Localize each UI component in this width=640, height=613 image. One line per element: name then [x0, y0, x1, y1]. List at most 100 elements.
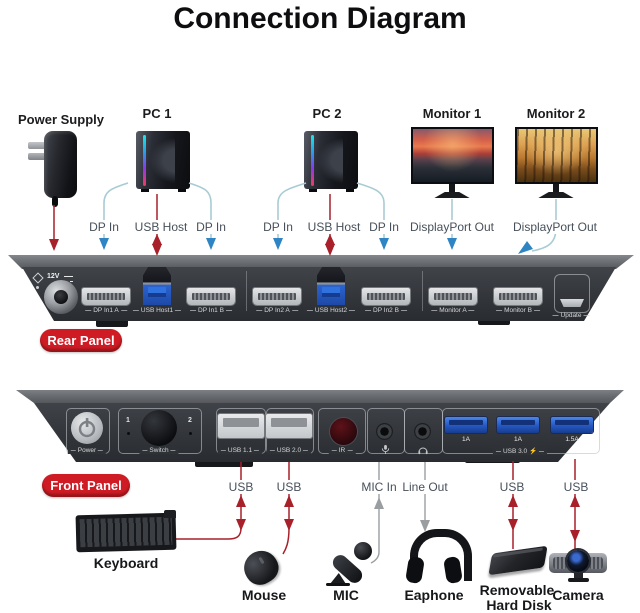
- keyboard-body: [75, 512, 177, 553]
- switch-led2: [189, 432, 192, 435]
- monitor-screen: [515, 127, 598, 184]
- rear-label-usb-host1: USB Host1: [133, 307, 181, 314]
- mouse-body: [237, 544, 285, 591]
- update-port-box: [554, 274, 590, 313]
- rear-label-monitor-b: Monitor B: [496, 307, 540, 314]
- polarity-icon-dot: [36, 286, 39, 289]
- monitor-stand: [553, 184, 559, 192]
- label-usb-disk: USB: [496, 480, 528, 494]
- headphone-jack: [414, 423, 431, 440]
- front-label-power: Power: [67, 447, 107, 454]
- mic-up-arrowhead: [374, 497, 384, 509]
- monitor1-graphic: [411, 127, 494, 198]
- pc-front-accent: [149, 137, 175, 184]
- label-dp-in-2b: DP In: [366, 220, 402, 234]
- front-label-switch: Switch: [139, 447, 179, 454]
- camera-label: Camera: [552, 587, 604, 603]
- rear-label-dp-in2b: DP In2 B: [365, 307, 407, 314]
- headphone-band: [410, 529, 472, 581]
- power-icon: [78, 418, 96, 438]
- usb-down-arrowhead: [236, 519, 246, 531]
- port-dp-in2b: [362, 288, 410, 305]
- port-usb-host1: [143, 267, 171, 305]
- adapter-prong: [28, 153, 46, 160]
- port-dp-in2a: [253, 288, 301, 305]
- ir-window: [330, 418, 357, 445]
- rear-label-monitor-a: Monitor A: [431, 307, 474, 314]
- dp-arrowhead: [379, 238, 389, 250]
- front-label-usb11: USB 1.1: [217, 447, 263, 454]
- pc2-graphic: [304, 129, 358, 192]
- label-line-out: Line Out: [399, 480, 451, 494]
- front-label-usb20: USB 2.0: [266, 447, 312, 454]
- rear-label-update: Update: [553, 312, 590, 319]
- usb-up-arrowhead: [508, 495, 518, 507]
- dc-jack-hole: [54, 290, 68, 304]
- usb3-group-label: USB 3.0 ⚡: [492, 447, 548, 455]
- port-dp-in1b: [187, 288, 235, 305]
- monitor-stand: [449, 184, 455, 192]
- label-usb-host-1: USB Host: [131, 220, 191, 234]
- pc1-label: PC 1: [142, 106, 172, 121]
- label-usb-keyboard: USB: [225, 480, 257, 494]
- rear-panel-badge: Rear Panel: [40, 329, 122, 352]
- mic-jack: [376, 423, 393, 440]
- port-monitor-b: [494, 288, 542, 305]
- port-group-separator: [422, 271, 423, 311]
- adapter-prong: [28, 142, 46, 149]
- pc-foot: [178, 189, 186, 192]
- usb-down-arrowhead: [508, 519, 518, 531]
- camera-mic-grill: [553, 557, 567, 569]
- usb-up-arrowhead: [152, 234, 162, 245]
- port-usb20: [266, 414, 312, 438]
- label-mic-in: MIC In: [358, 480, 400, 494]
- mic-base: [326, 583, 350, 586]
- monitor1-label: Monitor 1: [422, 106, 482, 121]
- label-usb-camera: USB: [560, 480, 592, 494]
- rear-panel-top: [8, 255, 634, 269]
- port-usb3-2: [497, 417, 539, 433]
- label-dp-in-1a: DP In: [86, 220, 122, 234]
- earphone-label: Eaphone: [404, 587, 464, 603]
- dp-arrowhead: [206, 238, 216, 250]
- rear-label-dp-in2a: DP In2 A: [256, 307, 298, 314]
- label-dp-in-2a: DP In: [260, 220, 296, 234]
- power-button: [71, 412, 103, 444]
- earphone-graphic: [405, 527, 472, 587]
- monitor2-graphic: [515, 127, 598, 198]
- usb-up-arrowhead: [325, 234, 335, 245]
- hard-disk-graphic: [487, 545, 551, 580]
- usb3-amp-3: 1.5A: [565, 436, 579, 443]
- usb-up-arrowhead: [570, 495, 580, 507]
- port-usb11: [218, 414, 264, 438]
- usb-tongue: [223, 418, 259, 427]
- monitor-base: [434, 192, 470, 198]
- mic-graphic: [326, 541, 380, 587]
- camera-base: [568, 578, 589, 582]
- usb3-amp-1: 1A: [462, 436, 470, 443]
- pc-rgb-strip: [311, 135, 314, 186]
- port-usb3-3: [551, 417, 593, 433]
- port-monitor-a: [429, 288, 477, 305]
- keyboard-cable-nub: [164, 510, 176, 518]
- front-label-ir: IR: [328, 447, 356, 454]
- port-dp-in1a: [82, 288, 130, 305]
- usb-up-arrowhead: [236, 495, 246, 507]
- usb-tongue: [271, 418, 307, 427]
- keyboard-graphic: [75, 510, 178, 553]
- power-supply-label: Power Supply: [18, 112, 104, 127]
- mic-head: [354, 542, 372, 560]
- mouse-label: Mouse: [241, 587, 287, 603]
- usb-up-arrowhead: [284, 495, 294, 507]
- usb-down-arrowhead: [284, 519, 294, 531]
- port-group-separator: [246, 271, 247, 311]
- rear-label-usb-host2: USB Host2: [307, 307, 355, 314]
- label-displayport-out-a: DisplayPort Out: [406, 220, 498, 234]
- dc-power-jack: [44, 280, 78, 314]
- rear-label-dp-in1b: DP In1 B: [190, 307, 232, 314]
- camera-graphic: [548, 549, 610, 583]
- rear-foot: [96, 317, 128, 327]
- hard-disk-label-line2: Hard Disk: [486, 597, 552, 613]
- dp-arrowhead: [447, 238, 457, 250]
